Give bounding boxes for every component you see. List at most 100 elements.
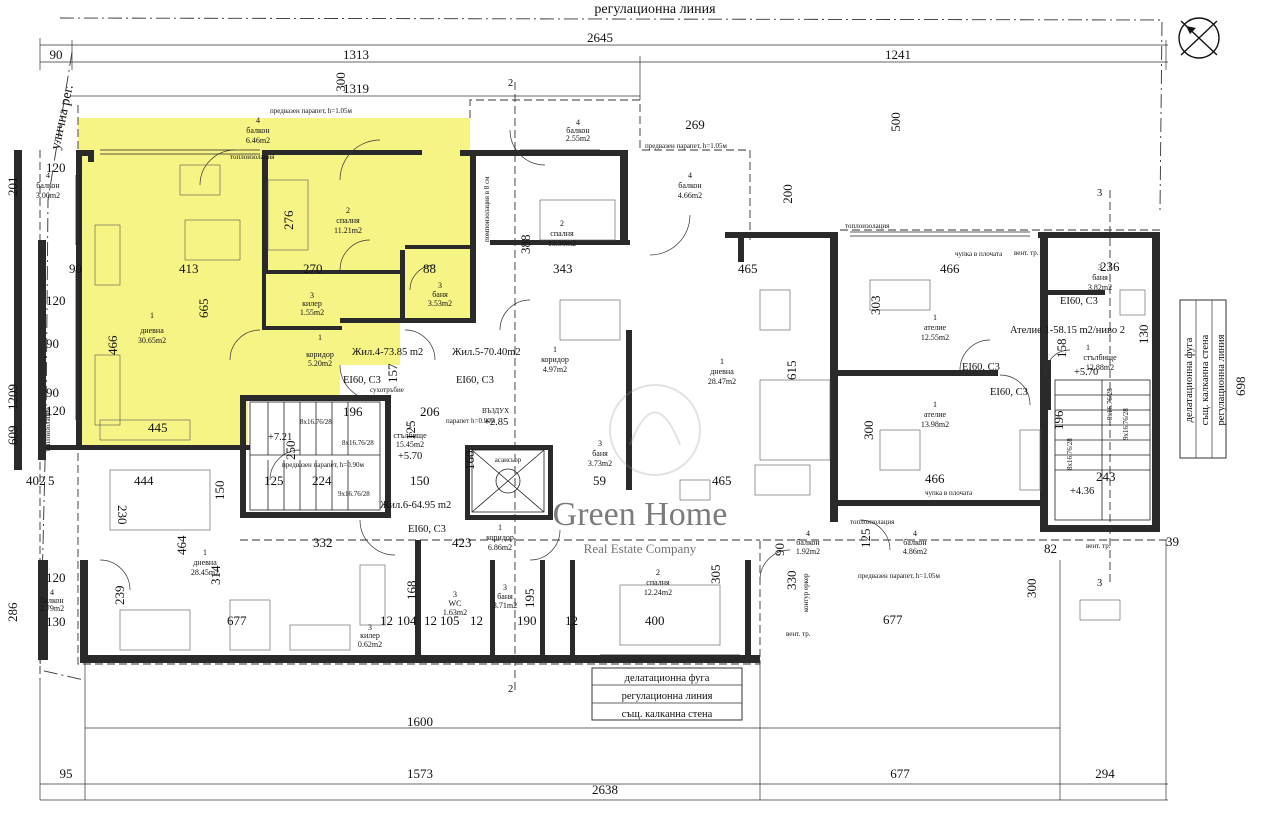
svg-text:120: 120 (46, 160, 66, 175)
svg-text:90: 90 (46, 385, 59, 400)
room-num: 2 (656, 568, 660, 577)
dim-500: 500 (888, 112, 903, 132)
fire-door-5: EI60, C3 (990, 387, 1028, 398)
svg-text:677: 677 (883, 612, 903, 627)
fire-door-1: EI60, C3 (343, 375, 381, 386)
furniture (94, 164, 1146, 651)
room-name: балкон (903, 538, 927, 547)
room-num: 3 (453, 590, 457, 599)
room-area: 28.45m2 (191, 568, 219, 577)
room-area: 4.86m2 (903, 547, 927, 556)
room-num: 1 (933, 313, 937, 322)
svg-text:402: 402 (26, 473, 46, 488)
highlighted-apartment (78, 118, 476, 445)
room-num: 3 (598, 439, 602, 448)
room-num: 3 (503, 583, 507, 592)
room-area: 2.79m2 (40, 604, 64, 613)
svg-text:698: 698 (1233, 377, 1248, 397)
label-right-firewall: същ. калканна стена (1200, 334, 1211, 425)
svg-text:445: 445 (148, 420, 168, 435)
room-name: баня (592, 449, 608, 458)
svg-text:90: 90 (772, 543, 787, 556)
dim-294: 294 (1095, 766, 1115, 781)
section-mark-2-top: 2 (508, 78, 513, 89)
svg-text:466: 466 (940, 261, 960, 276)
svg-text:400: 400 (645, 613, 665, 628)
svg-text:300: 300 (861, 421, 876, 441)
svg-text:196: 196 (343, 404, 363, 419)
room-num: 2 (346, 206, 350, 215)
room-area: 11.21m2 (334, 226, 362, 235)
slab-break-1: чупка в плочата (955, 250, 1003, 258)
room-area: 4.66m2 (678, 191, 702, 200)
dim-269: 269 (685, 117, 705, 132)
room-area: 12.55m2 (921, 333, 949, 342)
svg-text:300: 300 (1024, 579, 1039, 599)
svg-text:270: 270 (303, 261, 323, 276)
svg-text:466: 466 (105, 335, 120, 355)
svg-text:12: 12 (424, 613, 437, 628)
svg-text:276: 276 (281, 210, 296, 230)
room-num: 1 (498, 523, 502, 532)
room-area: 30.65m2 (138, 336, 166, 345)
room-num: 2 (560, 219, 564, 228)
room-area: 6.46m2 (246, 136, 270, 145)
stair-note-6: 8x16.76/28 (1066, 438, 1074, 470)
dim-200: 200 (780, 184, 795, 204)
sound-insulation: помпоизолация в 8 см (483, 176, 491, 242)
room-name: балкон (40, 596, 64, 605)
svg-text:160: 160 (462, 451, 477, 471)
room-name: стълбище (393, 431, 427, 440)
room-area: 5.20m2 (308, 359, 332, 368)
room-num: 4 (806, 529, 810, 538)
svg-text:677: 677 (227, 613, 247, 628)
svg-text:330: 330 (784, 571, 799, 591)
room-num: 1 (150, 311, 154, 320)
room-num: 1 (203, 548, 207, 557)
section-mark-3-bottom: 3 (1097, 578, 1102, 589)
vent-2: вент. тр. (786, 630, 811, 638)
room-num: 4 (46, 171, 50, 180)
dimensions: 201 120 90 413 270 88 276 388 343 465 46… (5, 160, 1248, 629)
room-name: спалня (550, 229, 574, 238)
elevator-shaft (471, 449, 545, 513)
room-num: 1 (408, 421, 412, 430)
svg-text:59: 59 (593, 473, 606, 488)
watermark-subtitle: Real Estate Company (584, 541, 697, 556)
svg-text:120: 120 (46, 293, 66, 308)
room-num: 1 (318, 333, 322, 342)
right-note-box: делатационна фуга същ. калканна стена ре… (1179, 299, 1227, 459)
dim-1573: 1573 (407, 766, 433, 781)
svg-text:224: 224 (312, 473, 332, 488)
slab-break-2: чупка в плочата (925, 489, 973, 497)
room-num: 4 (688, 171, 692, 180)
room-name: балкон (566, 126, 590, 135)
dim-1313: 1313 (343, 47, 369, 62)
svg-text:305: 305 (708, 565, 723, 585)
svg-text:157: 157 (385, 363, 400, 383)
svg-text:286: 286 (5, 602, 20, 622)
svg-text:206: 206 (420, 404, 440, 419)
svg-text:120: 120 (46, 403, 66, 418)
parapet-note-1: предвазен парапет, h=1.05м (270, 107, 352, 115)
stair-note-2: 8x16.76/28 (342, 439, 374, 447)
parapet-note-5: парапет h=0.90м (446, 417, 496, 425)
dim-300: 300 (333, 72, 348, 92)
room-num: 1 (553, 345, 557, 354)
room-name: балкон (796, 538, 820, 547)
svg-text:465: 465 (738, 261, 758, 276)
room-area: 6.86m2 (488, 543, 512, 552)
room-name: дневна (710, 367, 734, 376)
room-num: 4 (576, 118, 580, 127)
room-name: стълбище (1083, 353, 1117, 362)
svg-text:130: 130 (46, 614, 66, 629)
room-area: 28.47m2 (708, 377, 736, 386)
room-name: балкон (36, 181, 60, 190)
room-name: коридор (541, 355, 569, 364)
svg-text:250: 250 (283, 441, 298, 461)
svg-text:39: 39 (1166, 534, 1179, 549)
section-mark-3-top: 3 (1097, 188, 1102, 199)
dim-90: 90 (50, 47, 63, 62)
room-num: 1 (720, 357, 724, 366)
svg-text:12: 12 (565, 613, 578, 628)
